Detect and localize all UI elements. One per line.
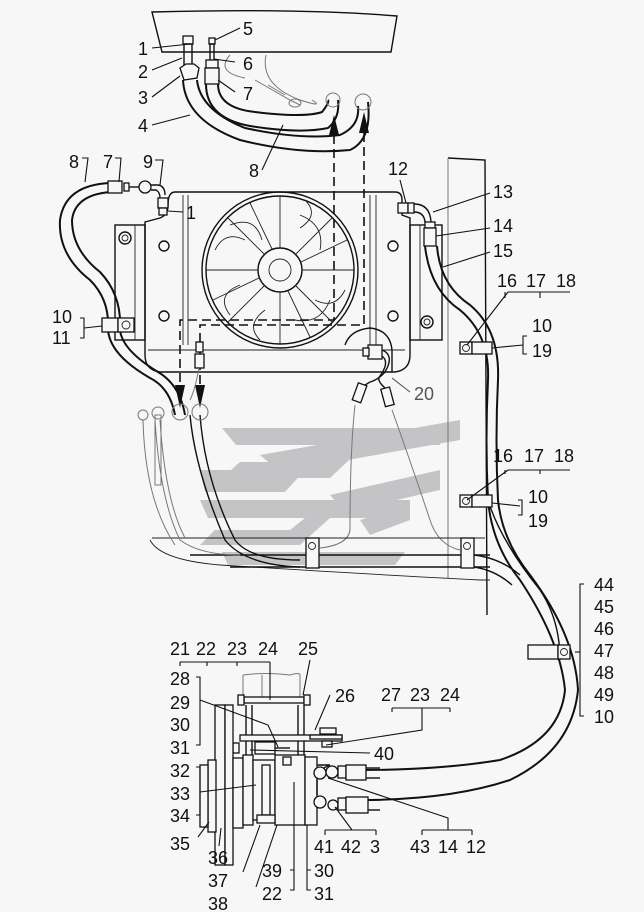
arrow-up-icon — [329, 115, 339, 135]
callout-22: 22 — [196, 639, 216, 659]
callout-14: 14 — [438, 837, 458, 857]
callout-1: 1 — [138, 39, 148, 59]
callout-34: 34 — [170, 806, 190, 826]
callout-45: 45 — [594, 597, 614, 617]
callout-23: 23 — [410, 685, 430, 705]
callout-24: 24 — [258, 639, 278, 659]
callout-10: 10 — [594, 707, 614, 727]
callout-7: 7 — [243, 84, 253, 104]
callout-17: 17 — [526, 271, 546, 291]
callout-22: 22 — [262, 884, 282, 904]
pressure-switch — [319, 327, 461, 551]
condenser-unit — [114, 191, 443, 373]
callout-3: 3 — [138, 88, 148, 108]
arrow-up-icon — [359, 112, 369, 133]
callout-13: 13 — [493, 182, 513, 202]
callout-12: 12 — [466, 837, 486, 857]
callout-1: 1 — [186, 203, 196, 223]
callout-33: 33 — [170, 784, 190, 804]
callout-39: 39 — [262, 861, 282, 881]
callout-31: 31 — [170, 738, 190, 758]
callout-26: 26 — [335, 686, 355, 706]
callout-labels: 1 2 3 4 5 6 7 8 8 7 9 1 10 11 12 13 14 1… — [52, 19, 614, 912]
callout-35: 35 — [170, 834, 190, 854]
left-hose-assembly — [58, 180, 186, 416]
callout-16: 16 — [493, 446, 513, 466]
callout-15: 15 — [493, 241, 513, 261]
callout-43: 43 — [410, 837, 430, 857]
top-hose-assembly — [179, 35, 372, 153]
callout-20: 20 — [414, 384, 434, 404]
right-hose-assembly — [359, 157, 580, 801]
right-callout-stack: 44 45 46 47 48 49 10 — [594, 575, 614, 727]
top-panel — [151, 9, 398, 108]
callout-27: 27 — [381, 685, 401, 705]
callout-28: 28 — [170, 669, 190, 689]
callout-30: 30 — [314, 861, 334, 881]
callout-19: 19 — [532, 341, 552, 361]
callout-6: 6 — [243, 54, 253, 74]
callout-37: 37 — [208, 871, 228, 891]
callout-44: 44 — [594, 575, 614, 595]
callout-36: 36 — [208, 848, 228, 868]
callout-31: 31 — [314, 884, 334, 904]
callout-24: 24 — [440, 685, 460, 705]
callout-47: 47 — [594, 641, 614, 661]
callout-8: 8 — [69, 152, 79, 172]
callout-48: 48 — [594, 663, 614, 683]
callout-38: 38 — [208, 894, 228, 912]
callout-42: 42 — [341, 837, 361, 857]
callout-46: 46 — [594, 619, 614, 639]
callout-21: 21 — [170, 639, 190, 659]
callout-32: 32 — [170, 761, 190, 781]
arrow-down-icon — [195, 385, 205, 408]
callout-29: 29 — [170, 693, 190, 713]
callout-9: 9 — [143, 152, 153, 172]
callout-30: 30 — [170, 715, 190, 735]
callout-49: 49 — [594, 685, 614, 705]
callout-18: 18 — [556, 271, 576, 291]
callout-8: 8 — [249, 161, 259, 181]
callout-11: 11 — [52, 328, 71, 348]
callout-10: 10 — [532, 316, 552, 336]
callout-41: 41 — [314, 837, 334, 857]
callout-12: 12 — [388, 159, 408, 179]
callout-5: 5 — [243, 19, 253, 39]
callout-10: 10 — [52, 307, 72, 327]
fan-icon — [201, 191, 359, 349]
callout-25: 25 — [298, 639, 318, 659]
compressor-assembly — [199, 673, 380, 866]
callout-4: 4 — [138, 116, 148, 136]
callout-10: 10 — [528, 487, 548, 507]
lower-frame — [137, 403, 521, 586]
callout-40: 40 — [374, 744, 394, 764]
harness-connector — [189, 341, 205, 401]
callout-19: 19 — [528, 511, 548, 531]
callout-18: 18 — [554, 446, 574, 466]
callout-2: 2 — [138, 62, 148, 82]
callout-7: 7 — [103, 152, 113, 172]
callout-17: 17 — [524, 446, 544, 466]
callout-14: 14 — [493, 216, 513, 236]
callout-23: 23 — [227, 639, 247, 659]
compressor-callouts: 21 22 23 24 25 26 27 23 24 28 29 30 31 3… — [170, 639, 486, 912]
callout-3: 3 — [370, 837, 380, 857]
callout-16: 16 — [497, 271, 517, 291]
watermark-logo — [200, 420, 460, 565]
leader-lines — [80, 27, 584, 891]
